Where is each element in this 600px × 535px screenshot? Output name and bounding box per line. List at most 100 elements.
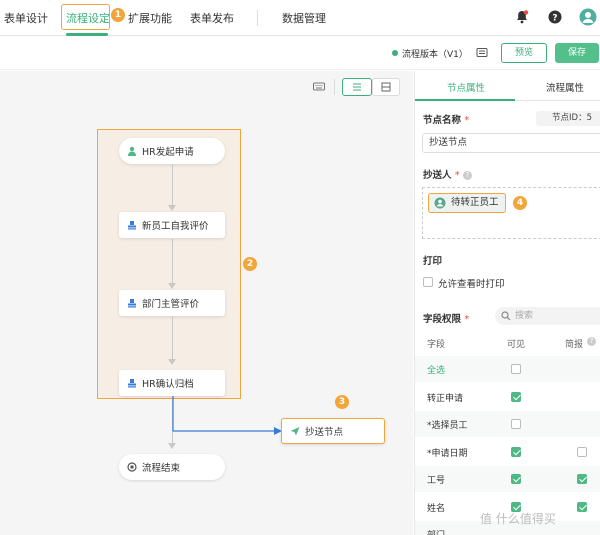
svg-text:?: ? xyxy=(552,14,557,24)
user-circle-icon xyxy=(434,197,446,209)
badge-2: 2 xyxy=(243,257,257,271)
property-panel: 节点属性 流程属性 节点名称 * 节点ID：5 抄送节点 抄送人 * ? 待转正… xyxy=(414,71,600,535)
save-button[interactable]: 保存 xyxy=(555,43,599,63)
node-label: 抄送节点 xyxy=(305,427,344,438)
connector xyxy=(172,239,173,285)
field-row: 全选 xyxy=(415,356,600,382)
panel-tab-underline xyxy=(415,99,515,101)
field-name: 部门 xyxy=(427,528,445,535)
node-name-label-text: 节点名称 xyxy=(423,115,462,126)
field-name: 转正申请 xyxy=(427,393,464,404)
node-label: HR发起申请 xyxy=(142,147,194,158)
connector-arrow xyxy=(168,443,176,449)
allow-print-checkbox[interactable] xyxy=(423,277,433,287)
badge-4: 4 xyxy=(513,196,527,210)
connector-arrow xyxy=(168,359,176,365)
cc-branch-connector xyxy=(172,396,282,435)
connector-arrow xyxy=(168,283,176,289)
node-label: 新员工自我评价 xyxy=(142,221,209,232)
watermark: 值 什么值得买 xyxy=(480,512,556,526)
field-row: 姓名 xyxy=(415,493,600,520)
col-visible: 可见 xyxy=(507,340,526,350)
help-icon[interactable]: ? xyxy=(547,9,563,25)
avatar[interactable] xyxy=(579,8,597,26)
tool-divider xyxy=(334,79,335,95)
active-tab-underline xyxy=(66,33,108,36)
node-name-label: 节点名称 * xyxy=(423,112,469,126)
tab-form-design[interactable]: 表单设计 xyxy=(4,12,48,25)
required-mark: * xyxy=(464,314,470,325)
tab-data-management[interactable]: 数据管理 xyxy=(282,12,326,25)
user-icon xyxy=(128,146,136,156)
node-group-highlight xyxy=(97,129,241,399)
field-row: *选择员工 xyxy=(415,411,600,437)
field-name: 姓名 xyxy=(427,503,446,514)
bell-icon[interactable] xyxy=(514,9,530,25)
nav-divider xyxy=(257,10,258,26)
tab-node-properties[interactable]: 节点属性 xyxy=(447,83,486,94)
grid-view-toggle[interactable] xyxy=(372,78,400,96)
preview-button[interactable]: 预览 xyxy=(501,43,547,63)
visible-checkbox[interactable] xyxy=(511,364,521,374)
field-permissions-label-text: 字段权限 xyxy=(423,314,462,325)
comment-icon[interactable] xyxy=(476,47,488,62)
field-permissions-label: 字段权限 * xyxy=(423,311,469,325)
list-view-toggle[interactable] xyxy=(342,78,372,96)
tab-process-settings[interactable]: 流程设定 xyxy=(66,12,110,25)
process-version[interactable]: 流程版本（V1） xyxy=(392,47,468,60)
col-field: 字段 xyxy=(427,340,446,350)
tab-form-publish[interactable]: 表单发布 xyxy=(190,12,234,25)
help-circle-icon[interactable]: ? xyxy=(587,337,596,346)
send-icon xyxy=(290,427,300,436)
brief-checkbox[interactable] xyxy=(577,474,587,484)
flow-node-self-review[interactable]: 新员工自我评价 xyxy=(119,212,225,238)
help-circle-icon[interactable]: ? xyxy=(462,171,472,180)
field-name: 工号 xyxy=(427,476,446,486)
recipient-label: 待转正员工 xyxy=(451,197,499,208)
flow-node-hr-archive[interactable]: HR确认归档 xyxy=(119,370,225,396)
print-label: 打印 xyxy=(423,256,443,267)
visible-checkbox[interactable] xyxy=(511,446,521,457)
keyboard-icon[interactable] xyxy=(313,82,325,95)
stamp-icon xyxy=(128,299,136,308)
flow-canvas[interactable]: HR发起申请 新员工自我评价 部门主管评价 HR确认归档 2 3 抄送节点 流程… xyxy=(0,71,413,535)
brief-checkbox[interactable] xyxy=(577,446,587,457)
required-mark: * xyxy=(454,170,460,181)
stamp-icon xyxy=(128,221,136,230)
search-icon xyxy=(501,311,511,321)
flow-node-start[interactable]: HR发起申请 xyxy=(119,138,225,164)
search-placeholder: 搜索 xyxy=(515,311,534,321)
visible-checkbox[interactable] xyxy=(511,474,521,484)
status-dot xyxy=(392,50,398,56)
node-name-input[interactable]: 抄送节点 xyxy=(422,133,600,153)
node-id-badge: 节点ID：5 xyxy=(536,111,600,126)
field-search-input[interactable]: 搜索 xyxy=(495,307,600,325)
highlight-box-1 xyxy=(61,4,110,30)
connector xyxy=(172,165,173,207)
visible-checkbox[interactable] xyxy=(511,501,521,512)
visible-checkbox[interactable] xyxy=(511,391,521,402)
brief-checkbox[interactable] xyxy=(577,501,587,512)
recipients-box[interactable]: 待转正员工 4 xyxy=(422,187,600,239)
panel-tabs: 节点属性 流程属性 xyxy=(415,71,600,101)
visible-checkbox[interactable] xyxy=(511,419,521,429)
process-version-label: 流程版本（V1） xyxy=(402,50,468,60)
stamp-icon xyxy=(128,379,136,388)
tab-extensions[interactable]: 扩展功能 xyxy=(128,12,172,25)
field-row: 工号 xyxy=(415,466,600,492)
recipients-label: 抄送人 * ? xyxy=(423,167,472,181)
col-brief: 简报 xyxy=(565,340,584,350)
recipient-tag[interactable]: 待转正员工 xyxy=(428,193,506,213)
field-row: *申请日期 xyxy=(415,438,600,465)
flow-node-end[interactable]: 流程结束 xyxy=(119,454,225,480)
flow-node-manager-review[interactable]: 部门主管评价 xyxy=(119,290,225,316)
required-mark: * xyxy=(464,115,470,126)
field-row: 部门 xyxy=(415,521,600,535)
tab-process-properties[interactable]: 流程属性 xyxy=(546,83,585,94)
badge-1: 1 xyxy=(111,8,125,22)
connector-arrow xyxy=(168,205,176,211)
allow-print-label: 允许查看时打印 xyxy=(438,279,505,290)
field-row: 转正申请 xyxy=(415,383,600,410)
stop-icon xyxy=(127,462,137,472)
flow-node-cc[interactable]: 抄送节点 xyxy=(281,418,385,444)
